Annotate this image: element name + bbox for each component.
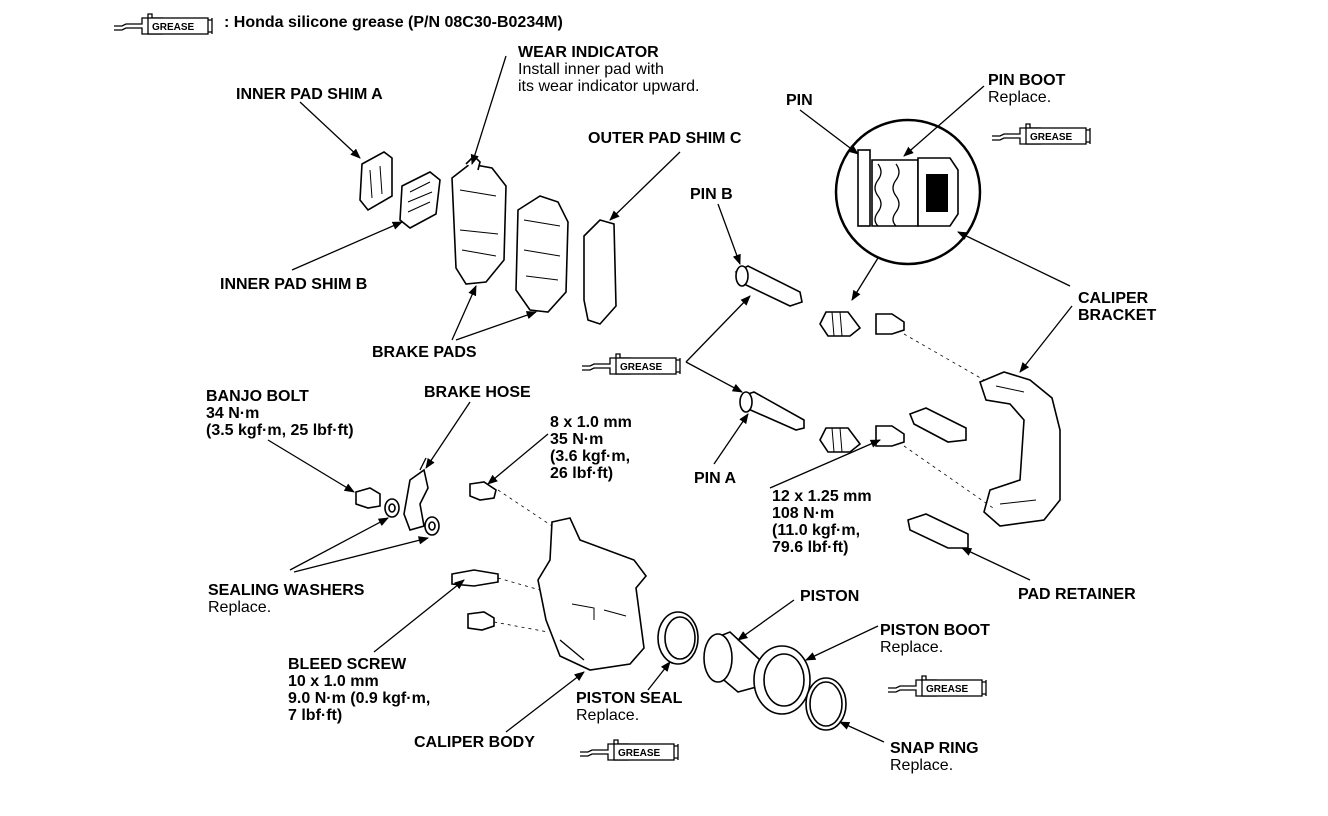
label-brake-pads: BRAKE PADS bbox=[372, 344, 477, 361]
pad-retainer-lower bbox=[907, 513, 969, 549]
alignment-lines bbox=[493, 333, 997, 633]
sealing-washer-1 bbox=[384, 498, 400, 518]
piston-seal-part bbox=[657, 611, 699, 665]
grease-icon-pins: GREASE bbox=[582, 353, 681, 375]
label-piston-seal: PISTON SEAL Replace. bbox=[576, 690, 683, 724]
caliper-bracket-part bbox=[979, 371, 1061, 527]
label-brake-hose: BRAKE HOSE bbox=[424, 384, 531, 401]
banjo-bolt-part bbox=[355, 487, 381, 509]
pin-boot-upper bbox=[819, 311, 862, 337]
piston-boot-part bbox=[753, 645, 811, 715]
label-wear-indicator: WEAR INDICATOR Install inner pad with it… bbox=[518, 44, 700, 95]
bracket-bolt-lower bbox=[875, 425, 905, 447]
caliper-bolt-lower bbox=[467, 611, 495, 631]
grease-icon-pin: GREASE bbox=[992, 123, 1091, 145]
inner-pad-shim-b bbox=[399, 171, 441, 229]
grease-icon-text: GREASE bbox=[152, 22, 195, 33]
label-bolt-12mm: 12 x 1.25 mm 108 N·m (11.0 kgf·m, 79.6 l… bbox=[772, 488, 872, 556]
bracket-bolt-upper bbox=[875, 313, 905, 335]
label-pin-a: PIN A bbox=[694, 470, 737, 487]
grease-icon-text: GREASE bbox=[1030, 132, 1073, 143]
grease-icon-piston-boot: GREASE bbox=[888, 675, 987, 697]
label-piston-boot: PISTON BOOT Replace. bbox=[880, 622, 990, 656]
label-outer-pad-shim-c: OUTER PAD SHIM C bbox=[588, 130, 742, 147]
legend-text: : Honda silicone grease (P/N 08C30-B0234… bbox=[224, 14, 563, 31]
pin-a-part bbox=[739, 391, 805, 431]
label-inner-pad-shim-a: INNER PAD SHIM A bbox=[236, 86, 383, 103]
brake-pad-inner bbox=[451, 154, 507, 285]
brake-hose-fitting bbox=[403, 457, 429, 531]
grease-icon-piston-seal: GREASE bbox=[580, 739, 679, 761]
label-caliper-body: CALIPER BODY bbox=[414, 734, 535, 751]
snap-ring-part bbox=[805, 677, 847, 731]
inner-pad-shim-a bbox=[359, 151, 393, 212]
outer-pad-shim-c bbox=[583, 219, 617, 325]
pad-retainer-upper bbox=[908, 407, 967, 443]
grease-icon-text: GREASE bbox=[620, 362, 663, 373]
label-snap-ring: SNAP RING Replace. bbox=[890, 740, 979, 774]
label-bolt-8mm: 8 x 1.0 mm 35 N·m (3.6 kgf·m, 26 lbf·ft) bbox=[550, 414, 632, 482]
label-pad-retainer: PAD RETAINER bbox=[1018, 586, 1136, 603]
label-caliper-bracket: CALIPER BRACKET bbox=[1078, 290, 1157, 324]
label-pin: PIN bbox=[786, 92, 813, 109]
label-pin-boot: PIN BOOT Replace. bbox=[988, 72, 1066, 106]
mounting-bolt-8mm bbox=[469, 481, 497, 501]
pin-boot-lower bbox=[819, 427, 862, 453]
leader-lines bbox=[267, 55, 1073, 743]
piston-part bbox=[703, 631, 761, 693]
label-sealing-washers: SEALING WASHERS Replace. bbox=[208, 582, 365, 616]
label-inner-pad-shim-b: INNER PAD SHIM B bbox=[220, 276, 368, 293]
grease-icon-text: GREASE bbox=[926, 684, 969, 695]
sealing-washer-2 bbox=[424, 516, 440, 536]
grease-icon-legend: GREASE bbox=[114, 13, 213, 35]
pin-b-part bbox=[734, 265, 803, 307]
label-pin-b: PIN B bbox=[690, 186, 733, 203]
brake-pad-outer bbox=[515, 195, 569, 313]
grease-icon-text: GREASE bbox=[618, 748, 661, 759]
label-piston: PISTON bbox=[800, 588, 860, 605]
caliper-body-part bbox=[537, 517, 648, 671]
pin-boot-detail-circle bbox=[834, 118, 982, 266]
label-banjo-bolt: BANJO BOLT 34 N·m (3.5 kgf·m, 25 lbf·ft) bbox=[206, 388, 354, 439]
label-bleed-screw: BLEED SCREW 10 x 1.0 mm 9.0 N·m (0.9 kgf… bbox=[288, 656, 431, 724]
